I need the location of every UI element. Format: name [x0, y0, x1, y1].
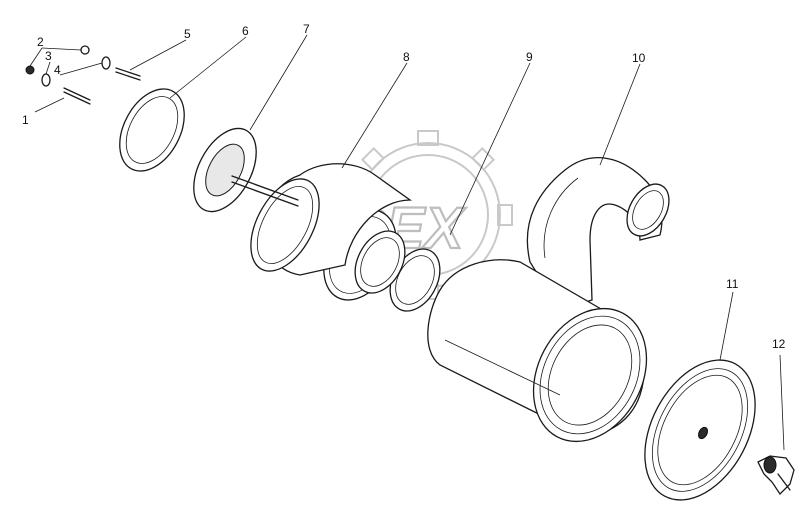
callout-12: 12	[772, 337, 786, 351]
part-10-housing	[427, 157, 670, 443]
callout-7: 7	[303, 22, 310, 36]
part-4-washer	[101, 56, 111, 70]
callout-1: 1	[22, 113, 29, 127]
part-3-washer	[41, 73, 51, 87]
part-1-bolt	[63, 87, 91, 105]
part-5-stud	[115, 67, 141, 81]
callout-5: 5	[184, 27, 191, 41]
part-6-gasket	[119, 88, 185, 172]
callout-labels: 1 2 3 4 5 6 7 8 9 10 11 12	[22, 22, 786, 351]
filter-cylinder	[250, 163, 413, 276]
callout-9: 9	[526, 50, 533, 64]
callout-10: 10	[632, 51, 646, 65]
callout-8: 8	[403, 50, 410, 64]
callout-11: 11	[726, 277, 739, 291]
part-2-nut	[25, 45, 90, 75]
callout-6: 6	[242, 24, 249, 38]
callout-4: 4	[54, 63, 61, 77]
callout-2: 2	[37, 35, 44, 49]
part-12-wing-nut	[757, 455, 795, 496]
part-11-end-cover	[644, 359, 756, 501]
callout-3: 3	[45, 49, 52, 63]
part-7-flange	[193, 127, 299, 213]
leader-lines	[29, 34, 785, 451]
